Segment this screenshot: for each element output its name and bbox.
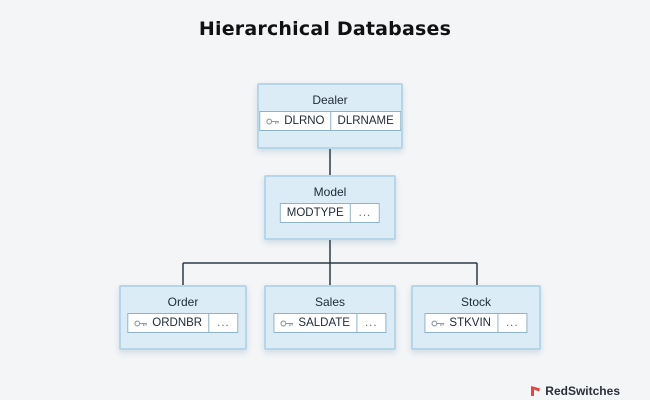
- stock-node-title: Stock: [460, 295, 491, 309]
- order-node-title: Order: [167, 295, 199, 309]
- model-type-field: MODTYPE: [286, 207, 344, 219]
- stock-key-field: STKVIN: [425, 314, 497, 332]
- stock-node: Stock STKVIN ...: [411, 285, 541, 350]
- dealer-fields: DLRNO DLRNAME: [259, 111, 401, 131]
- order-key-label: ORDNBR: [152, 317, 203, 329]
- key-icon: [134, 320, 147, 326]
- stock-key-label: STKVIN: [449, 317, 491, 329]
- stock-fields: STKVIN ...: [424, 313, 528, 333]
- model-more-field: ...: [349, 204, 380, 222]
- dealer-node: Dealer DLRNO DLRNAME: [257, 83, 403, 149]
- sales-node-title: Sales: [314, 295, 346, 309]
- sales-key-field: SALDATE: [274, 314, 356, 332]
- diagram-title: Hierarchical Databases: [198, 18, 452, 40]
- key-icon: [431, 320, 444, 326]
- key-icon: [266, 118, 279, 124]
- sales-node: Sales SALDATE ...: [264, 285, 396, 350]
- brand-name: RedSwitches: [545, 384, 620, 398]
- order-fields: ORDNBR ...: [127, 313, 239, 333]
- sales-fields: SALDATE ...: [273, 313, 387, 333]
- model-fields: MODTYPE ...: [279, 203, 381, 223]
- order-key-field: ORDNBR: [128, 314, 208, 332]
- stock-more-field: ...: [496, 314, 527, 332]
- key-icon: [280, 320, 293, 326]
- order-more-field: ...: [208, 314, 238, 332]
- dealer-node-title: Dealer: [312, 93, 348, 107]
- redswitches-logo-icon: [531, 386, 541, 396]
- brand-logo: RedSwitches: [530, 384, 620, 398]
- dealer-key-field: DLRNO: [260, 112, 330, 130]
- dealer-key-label: DLRNO: [284, 115, 325, 127]
- sales-key-label: SALDATE: [298, 317, 350, 329]
- model-node-title: Model: [313, 185, 347, 199]
- sales-more-field: ...: [355, 314, 386, 332]
- model-node: Model MODTYPE ...: [264, 175, 396, 240]
- dealer-name-field: DLRNAME: [330, 112, 400, 130]
- order-node: Order ORDNBR ...: [119, 285, 247, 350]
